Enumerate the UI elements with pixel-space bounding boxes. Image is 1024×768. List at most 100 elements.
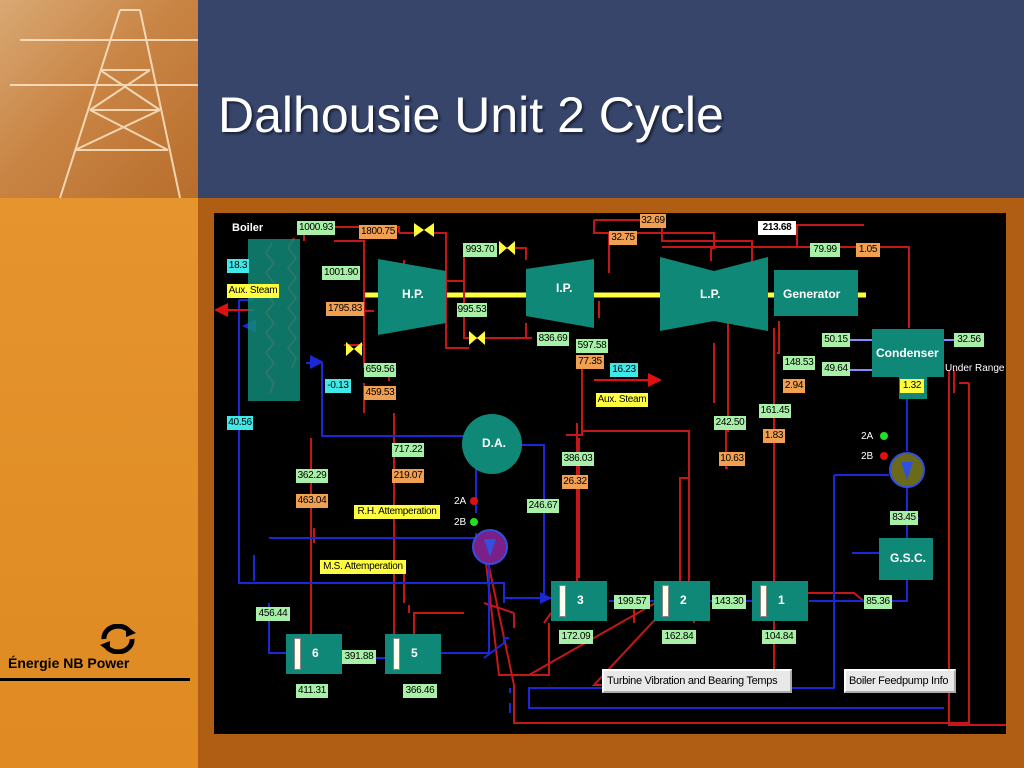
condenser-label: Condenser	[876, 346, 939, 360]
reading-463-04: 463.04	[296, 494, 328, 508]
reading-1795-83: 1795.83	[326, 302, 364, 316]
aux-steam-tag: Aux. Steam	[227, 284, 279, 298]
reading-366-46: 366.46	[403, 684, 437, 698]
hp-turbine[interactable]	[378, 259, 446, 335]
reading-neg-0-13: -0.13	[325, 379, 351, 393]
pump-2b-label: 2B	[454, 517, 467, 528]
heater-level-bar	[393, 638, 400, 670]
reading-162-84: 162.84	[662, 630, 696, 644]
heater-level-bar	[662, 585, 669, 617]
heater-level-bar	[559, 585, 566, 617]
valve-icon	[414, 223, 424, 237]
heater-3[interactable]: 3	[551, 581, 607, 621]
logo-underline	[0, 678, 190, 681]
reading-104-84: 104.84	[762, 630, 796, 644]
cycle-diagram: Boiler H.P. I.P. L.P. Generator Condense…	[214, 213, 1006, 734]
transmission-tower-image	[0, 0, 198, 199]
valve-icon	[354, 342, 362, 356]
da-label: D.A.	[482, 436, 506, 450]
reading-85-36: 85.36	[864, 595, 892, 609]
deaerator[interactable]	[462, 414, 522, 474]
heater-6[interactable]: 6	[286, 634, 342, 674]
reading-1-83: 1.83	[763, 429, 785, 443]
pump2-arrow-icon	[901, 462, 913, 480]
ip-turbine[interactable]	[526, 259, 594, 328]
reading-1000-93: 1000.93	[297, 221, 335, 235]
pump2-2b-label: 2B	[861, 451, 874, 462]
pump2-2a-label: 2A	[861, 431, 874, 442]
reading-79-99: 79.99	[810, 243, 840, 257]
heater-number: 3	[577, 593, 584, 607]
reading-16-23: 16.23	[610, 363, 638, 377]
pump2-2a-status-dot	[880, 432, 888, 440]
reading-172-09: 172.09	[559, 630, 593, 644]
reading-50-15: 50.15	[822, 333, 850, 347]
slide-title: Dalhousie Unit 2 Cycle	[218, 87, 724, 143]
heater-2[interactable]: 2	[654, 581, 710, 621]
tower-icon	[10, 9, 198, 199]
reading-32-69: 32.69	[640, 214, 666, 228]
under-range-label: Under Range	[945, 363, 1005, 374]
pump-arrow-icon	[484, 539, 496, 557]
generator-label: Generator	[783, 287, 841, 301]
gsc-label: G.S.C.	[890, 551, 927, 565]
reading-659-56: 659.56	[364, 363, 396, 377]
aux-steam-arrow-icon	[648, 373, 662, 387]
reading-32-75: 32.75	[609, 231, 637, 245]
heater-level-bar	[760, 585, 767, 617]
reading-40-56: 40.56	[227, 416, 253, 430]
boiler-feedpump-button[interactable]: Boiler Feedpump Info	[844, 669, 956, 693]
reading-459-53: 459.53	[364, 386, 396, 400]
reading-362-29: 362.29	[296, 469, 328, 483]
reading-597-58: 597.58	[576, 339, 608, 353]
reading-993-70: 993.70	[463, 243, 497, 257]
reading-836-69: 836.69	[537, 332, 569, 346]
pump-2a-status-dot	[470, 497, 478, 505]
diagram-lines	[214, 219, 1006, 726]
gland-steam-condenser[interactable]	[879, 538, 933, 580]
logo-text: Énergie NB Power	[8, 655, 130, 671]
pump-2b-status-dot	[470, 518, 478, 526]
turbine-vibration-button[interactable]: Turbine Vibration and Bearing Temps	[602, 669, 792, 693]
flow-arrow-icon	[540, 592, 552, 604]
generator[interactable]	[774, 270, 858, 316]
valve-icon	[499, 241, 507, 255]
left-sidebar	[0, 198, 198, 768]
reading-242-50: 242.50	[714, 416, 746, 430]
reading-1-05: 1.05	[856, 243, 880, 257]
reading-717-22: 717.22	[392, 443, 424, 457]
reading-1-32: 1.32	[900, 379, 924, 393]
condenser[interactable]	[872, 329, 944, 377]
lp-turbine-left[interactable]	[660, 257, 714, 331]
reading-386-03: 386.03	[562, 452, 594, 466]
valve-icon	[469, 331, 477, 345]
valve-icon	[424, 223, 434, 237]
reading-219-07: 219.07	[392, 469, 424, 483]
cooling-water-lines	[849, 339, 954, 371]
reading-2-94: 2.94	[783, 379, 805, 393]
heater-level-bar	[294, 638, 301, 670]
valve-icon	[346, 342, 354, 356]
heater-1[interactable]: 1	[752, 581, 808, 621]
ip-label: I.P.	[556, 281, 573, 295]
valve-icon	[477, 331, 485, 345]
heater-number: 5	[411, 646, 418, 660]
valves	[346, 223, 515, 356]
reading-18-3: 18.3	[227, 259, 249, 273]
reading-32-56: 32.56	[954, 333, 984, 347]
heater-5[interactable]: 5	[385, 634, 441, 674]
nb-power-logo-icon	[100, 624, 136, 654]
heater-number: 1	[778, 593, 785, 607]
lp-turbine-right[interactable]	[714, 257, 768, 331]
pump-2a-label: 2A	[454, 496, 467, 507]
heater-number: 6	[312, 646, 319, 660]
boiler-body	[248, 239, 300, 401]
reading-411-31: 411.31	[296, 684, 328, 698]
reading-83-45: 83.45	[890, 511, 918, 525]
hp-label: H.P.	[402, 287, 424, 301]
reading-995-53: 995.53	[457, 303, 487, 317]
heater-number: 2	[680, 593, 687, 607]
reading-143-30: 143.30	[712, 595, 746, 609]
reading-246-67: 246.67	[527, 499, 559, 513]
slide-header	[198, 0, 1024, 198]
